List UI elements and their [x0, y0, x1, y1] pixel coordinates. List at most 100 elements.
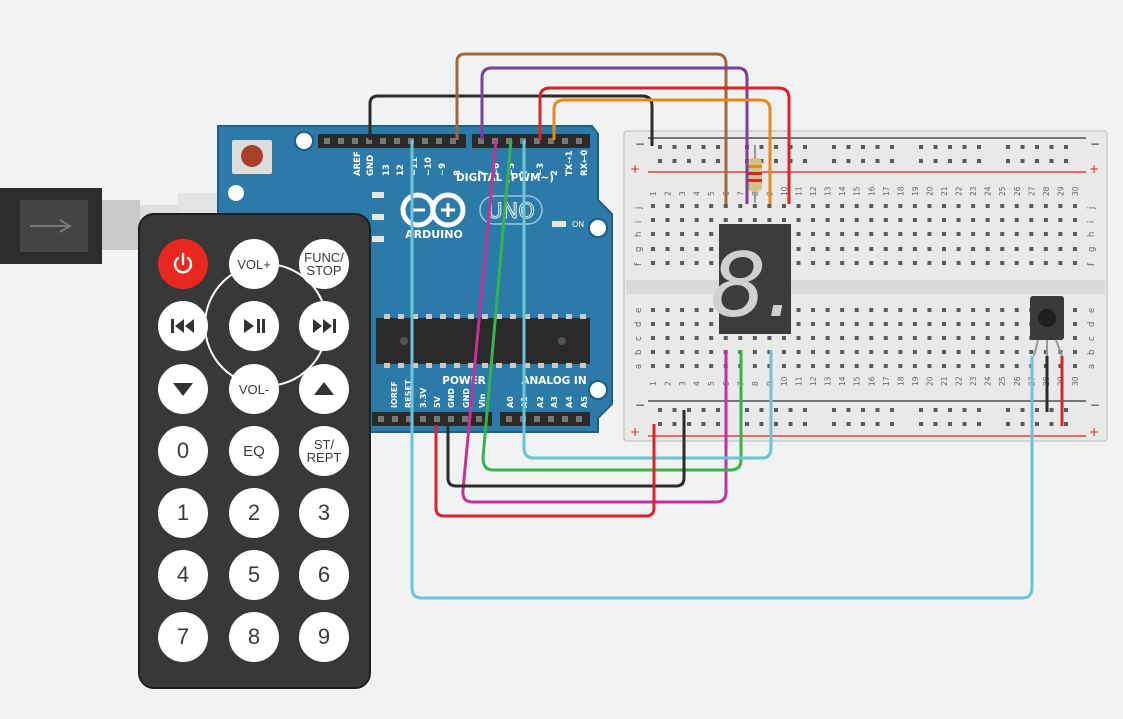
seven-segment-display[interactable]: 8. [710, 224, 794, 337]
button-1[interactable]: 1 [158, 488, 208, 538]
breadboard-hole[interactable] [651, 322, 655, 326]
rail-hole[interactable] [759, 145, 764, 149]
rail-hole[interactable] [701, 408, 706, 412]
breadboard-hole[interactable] [956, 218, 961, 222]
rail-hole[interactable] [803, 408, 807, 412]
breadboard-hole[interactable] [854, 350, 859, 354]
breadboard-hole[interactable] [680, 350, 685, 354]
breadboard-hole[interactable] [709, 218, 714, 222]
breadboard-hole[interactable] [942, 232, 946, 236]
button-2[interactable]: 2 [229, 488, 279, 538]
breadboard-hole[interactable] [883, 336, 888, 340]
rail-hole[interactable] [948, 145, 952, 149]
breadboard-hole[interactable] [898, 247, 903, 251]
breadboard-hole[interactable] [825, 218, 830, 222]
wire-black-gnd[interactable] [368, 94, 654, 146]
rail-hole[interactable] [672, 422, 677, 426]
breadboard-hole[interactable] [927, 247, 932, 251]
breadboard-hole[interactable] [651, 308, 655, 312]
breadboard-hole[interactable] [709, 336, 714, 340]
breadboard-hole[interactable] [971, 204, 976, 208]
breadboard-hole[interactable] [738, 204, 743, 208]
breadboard-hole[interactable] [883, 261, 888, 265]
breadboard-hole[interactable] [927, 364, 932, 368]
breadboard-hole[interactable] [1043, 204, 1048, 208]
breadboard-hole[interactable] [1029, 232, 1034, 236]
ir-receiver[interactable] [1030, 296, 1064, 357]
header-pin-hole[interactable] [366, 138, 372, 144]
rail-hole[interactable] [803, 145, 807, 149]
breadboard-hole[interactable] [869, 218, 874, 222]
rail-hole[interactable] [716, 422, 720, 426]
breadboard-hole[interactable] [1014, 218, 1019, 222]
header-pin-hole[interactable] [576, 416, 582, 422]
breadboard-hole[interactable] [854, 261, 859, 265]
wire-orange[interactable] [552, 98, 772, 204]
button-4[interactable]: 4 [158, 550, 208, 600]
rail-hole[interactable] [672, 408, 677, 412]
breadboard-hole[interactable] [1000, 350, 1005, 354]
breadboard-hole[interactable] [898, 232, 903, 236]
breadboard-hole[interactable] [985, 350, 990, 354]
rail-hole[interactable] [948, 422, 952, 426]
breadboard-hole[interactable] [752, 336, 757, 340]
breadboard-hole[interactable] [723, 218, 728, 222]
breadboard-hole[interactable] [985, 204, 990, 208]
breadboard-hole[interactable] [811, 232, 816, 236]
breadboard-hole[interactable] [811, 336, 816, 340]
breadboard-hole[interactable] [854, 308, 859, 312]
breadboard-hole[interactable] [1000, 247, 1005, 251]
breadboard-hole[interactable] [971, 218, 976, 222]
rail-hole[interactable] [658, 145, 662, 149]
breadboard-hole[interactable] [927, 218, 932, 222]
breadboard-hole[interactable] [1014, 322, 1019, 326]
rail-hole[interactable] [948, 408, 952, 412]
rail-hole[interactable] [919, 408, 923, 412]
breadboard-hole[interactable] [927, 204, 932, 208]
rail-hole[interactable] [861, 408, 865, 412]
breadboard-hole[interactable] [1014, 350, 1019, 354]
breadboard-hole[interactable] [680, 336, 685, 340]
rail-hole[interactable] [933, 145, 938, 149]
breadboard-hole[interactable] [927, 322, 932, 326]
breadboard-hole[interactable] [651, 247, 655, 251]
breadboard-hole[interactable] [942, 218, 946, 222]
breadboard-hole[interactable] [985, 322, 990, 326]
rail-hole[interactable] [788, 408, 793, 412]
header-pin-hole[interactable] [534, 138, 540, 144]
breadboard-hole[interactable] [1000, 232, 1005, 236]
breadboard-hole[interactable] [723, 204, 728, 208]
breadboard-hole[interactable] [665, 350, 670, 354]
breadboard-hole[interactable] [738, 336, 743, 340]
breadboard-hole[interactable] [811, 261, 816, 265]
breadboard-hole[interactable] [796, 308, 801, 312]
breadboard-hole[interactable] [694, 336, 699, 340]
breadboard-hole[interactable] [811, 308, 816, 312]
breadboard-hole[interactable] [752, 350, 757, 354]
breadboard-hole[interactable] [985, 232, 990, 236]
rail-hole[interactable] [962, 159, 967, 163]
breadboard-hole[interactable] [651, 261, 655, 265]
breadboard-hole[interactable] [694, 247, 699, 251]
breadboard-hole[interactable] [825, 232, 830, 236]
breadboard-hole[interactable] [796, 218, 801, 222]
breadboard-hole[interactable] [840, 350, 845, 354]
rail-hole[interactable] [977, 159, 981, 163]
breadboard-hole[interactable] [651, 336, 655, 340]
rail-hole[interactable] [701, 145, 706, 149]
breadboard-hole[interactable] [1043, 218, 1048, 222]
breadboard-hole[interactable] [665, 204, 670, 208]
breadboard-hole[interactable] [883, 232, 888, 236]
breadboard-hole[interactable] [985, 336, 990, 340]
breadboard-hole[interactable] [956, 232, 961, 236]
rail-hole[interactable] [1064, 145, 1068, 149]
breadboard-hole[interactable] [680, 232, 685, 236]
breadboard-hole[interactable] [665, 336, 670, 340]
breadboard-hole[interactable] [971, 322, 976, 326]
breadboard-hole[interactable] [709, 308, 714, 312]
breadboard-hole[interactable] [1072, 204, 1077, 208]
breadboard-hole[interactable] [811, 364, 816, 368]
breadboard-hole[interactable] [1058, 247, 1063, 251]
rail-hole[interactable] [832, 159, 836, 163]
button-7[interactable]: 7 [158, 612, 208, 662]
